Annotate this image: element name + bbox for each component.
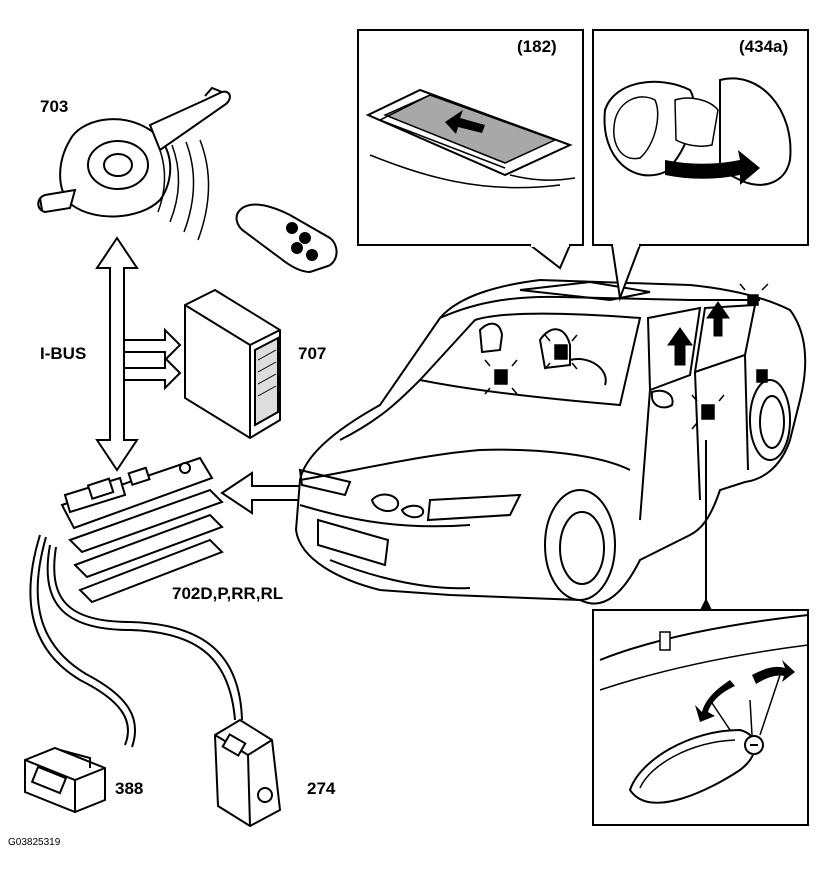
fuel-flap-inset-434a [592,29,809,302]
steering-stalk-703-illustration [37,86,231,218]
control-module-707-illustration [184,288,281,440]
sunroof-inset-182 [357,29,584,270]
car-illustration [294,278,807,605]
radio-waves [157,139,210,241]
label-703: 703 [40,97,69,116]
label-ibus: I-BUS [40,344,87,363]
key-fob-illustration [235,203,338,274]
door-switch-modules-702-illustration [60,456,224,604]
window-up-arrows [667,301,730,366]
drawing-id: G03825319 [8,837,61,848]
label-702: 702D,P,RR,RL [172,584,284,603]
ibus-vertical-arrow [95,236,182,472]
label-707: 707 [298,344,327,363]
switch-274-illustration [213,718,282,828]
label-388: 388 [115,779,144,798]
door-handle-inset [592,440,809,826]
label-274: 274 [307,779,336,798]
lock-indicators [484,283,769,430]
label-inset-182: (182) [517,37,557,56]
label-inset-434a: (434a) [739,37,789,56]
switch-cables [29,534,243,748]
switch-388-illustration [24,746,106,814]
